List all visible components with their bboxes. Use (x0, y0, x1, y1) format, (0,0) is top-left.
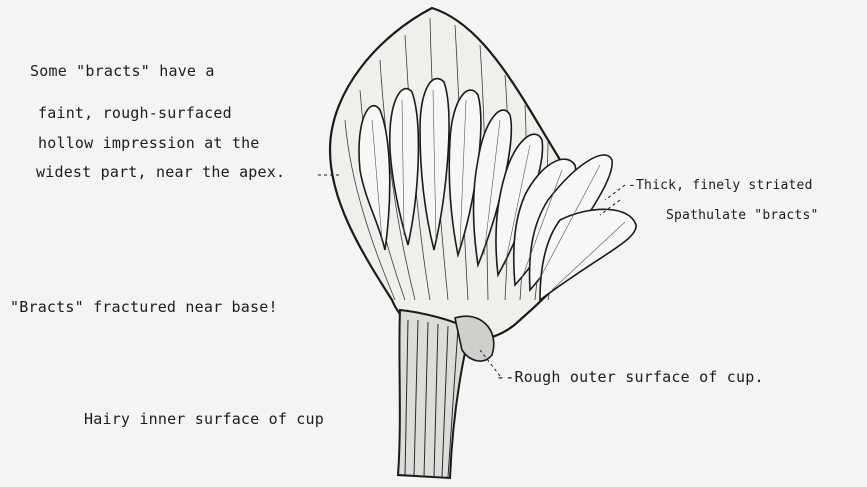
annotation-hairy-inner: Hairy inner surface of cup (84, 410, 324, 428)
annotation-thick-bracts-line-1: -Thick, finely striated (628, 178, 813, 193)
annotation-fractured: "Bracts" fractured near base! (10, 298, 278, 316)
annotation-bracts-line-1: Some "bracts" have a (30, 62, 215, 80)
annotation-rough-outer: --Rough outer surface of cup. (496, 368, 764, 386)
annotation-bracts-line-2: faint, rough-surfaced (38, 104, 232, 122)
annotation-bracts-line-4: widest part, near the apex. (36, 163, 285, 181)
annotation-thick-bracts-line-2: Spathulate "bracts" (666, 208, 819, 223)
annotation-bracts-line-3: hollow impression at the (38, 134, 260, 152)
